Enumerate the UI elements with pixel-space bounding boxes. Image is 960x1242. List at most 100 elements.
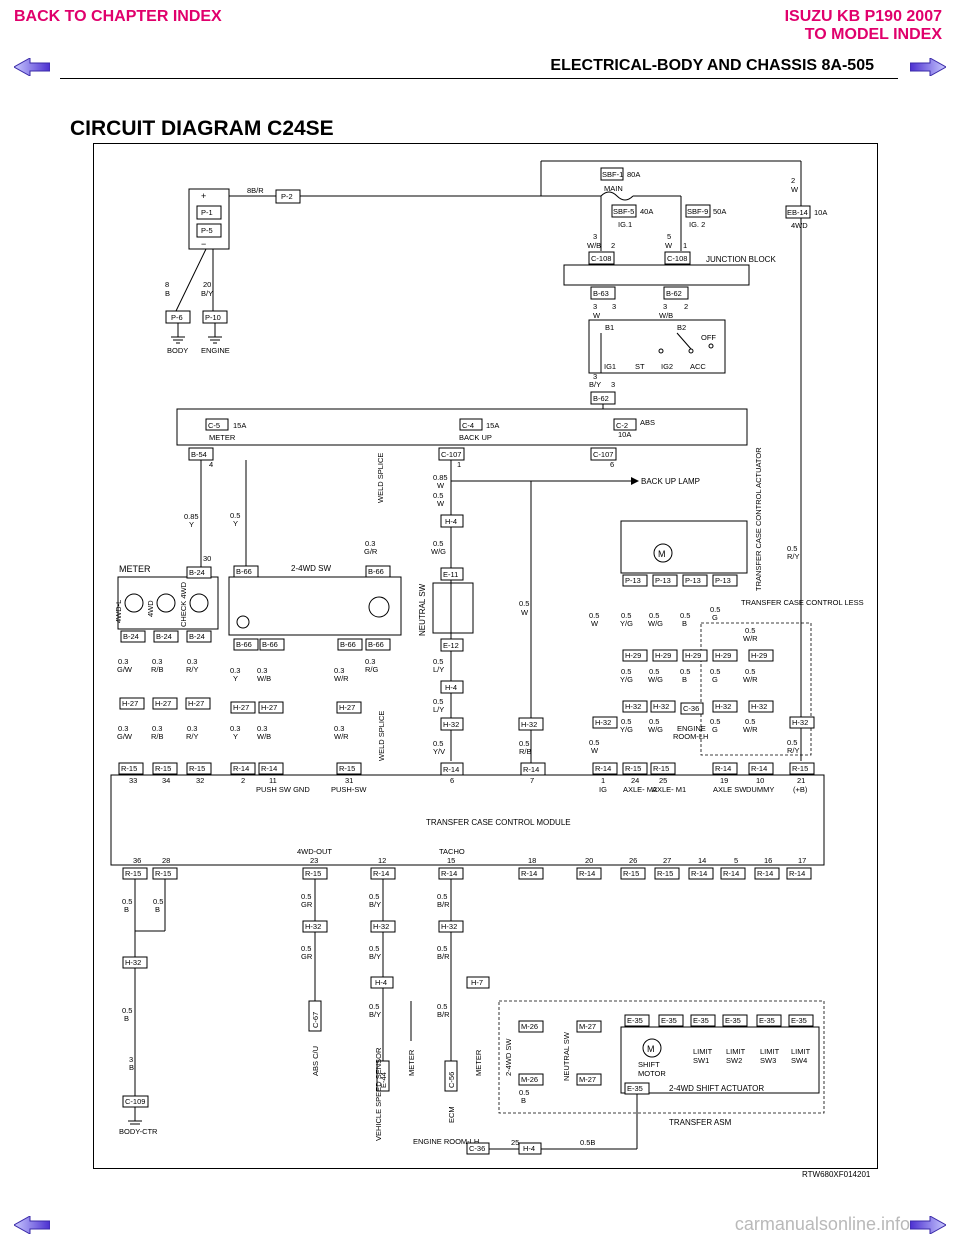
svg-text:E-35: E-35	[693, 1016, 709, 1025]
svg-text:M-26: M-26	[521, 1075, 538, 1084]
svg-text:B-66: B-66	[340, 640, 356, 649]
svg-text:LIMIT: LIMIT	[791, 1047, 811, 1056]
svg-text:0.5: 0.5	[519, 599, 529, 608]
svg-text:P-13: P-13	[625, 576, 641, 585]
svg-text:+: +	[201, 191, 206, 201]
svg-text:0.3: 0.3	[257, 724, 267, 733]
svg-text:P-10: P-10	[205, 313, 221, 322]
transfer-case-actuator	[620, 520, 748, 574]
svg-text:0.5: 0.5	[745, 626, 755, 635]
svg-text:4: 4	[209, 460, 213, 469]
svg-text:TRANSFER CASE CONTROL ACTUATOR: TRANSFER CASE CONTROL ACTUATOR	[754, 447, 763, 591]
svg-text:R-14: R-14	[751, 764, 767, 773]
svg-text:15: 15	[447, 856, 455, 865]
svg-text:H-32: H-32	[653, 702, 669, 711]
svg-text:4WD-L: 4WD-L	[114, 600, 123, 623]
svg-text:10A: 10A	[814, 208, 827, 217]
svg-text:C-36: C-36	[469, 1144, 485, 1153]
meter-indicators	[117, 576, 219, 630]
svg-text:NEUTRAL SW: NEUTRAL SW	[562, 1031, 571, 1081]
page-title: CIRCUIT DIAGRAM C24SE	[70, 117, 334, 140]
svg-text:34: 34	[162, 776, 170, 785]
svg-text:B1: B1	[605, 323, 614, 332]
svg-text:B-54: B-54	[191, 450, 207, 459]
svg-text:0.3: 0.3	[365, 657, 375, 666]
svg-text:H-32: H-32	[373, 922, 389, 931]
svg-text:0.5: 0.5	[621, 611, 631, 620]
svg-text:METER: METER	[209, 433, 236, 442]
svg-text:NEUTRAL SW: NEUTRAL SW	[418, 583, 427, 636]
svg-text:E-35: E-35	[759, 1016, 775, 1025]
svg-text:EB-14: EB-14	[787, 208, 808, 217]
svg-text:R-15: R-15	[125, 869, 141, 878]
svg-text:P-2: P-2	[281, 192, 293, 201]
svg-text:MOTOR: MOTOR	[638, 1069, 666, 1078]
svg-text:20: 20	[203, 280, 211, 289]
svg-text:R/B: R/B	[151, 732, 164, 741]
svg-text:ENGINE ROOM-LH: ENGINE ROOM-LH	[413, 1137, 479, 1146]
svg-text:40A: 40A	[640, 207, 653, 216]
svg-text:0.5: 0.5	[122, 1006, 132, 1015]
svg-text:8: 8	[165, 280, 169, 289]
svg-text:E-12: E-12	[443, 641, 459, 650]
svg-text:0.3: 0.3	[334, 666, 344, 675]
svg-text:ROOM-LH: ROOM-LH	[673, 732, 708, 741]
shift-motor-icon	[642, 1038, 662, 1058]
svg-text:B: B	[165, 289, 170, 298]
svg-text:DUMMY: DUMMY	[746, 785, 774, 794]
svg-text:B-63: B-63	[593, 289, 609, 298]
svg-text:E-35: E-35	[725, 1016, 741, 1025]
svg-text:0.5: 0.5	[710, 717, 720, 726]
svg-text:11: 11	[269, 776, 277, 785]
svg-text:W: W	[437, 481, 445, 490]
svg-text:H-29: H-29	[685, 651, 701, 660]
svg-text:0.5B: 0.5B	[580, 1138, 595, 1147]
svg-text:B/Y: B/Y	[369, 1010, 381, 1019]
svg-text:LIMIT: LIMIT	[726, 1047, 746, 1056]
svg-text:R-14: R-14	[595, 764, 611, 773]
actuator-motor-icon	[653, 543, 673, 563]
svg-text:30: 30	[203, 554, 211, 563]
svg-text:8B/R: 8B/R	[247, 186, 264, 195]
svg-text:0.3: 0.3	[230, 666, 240, 675]
svg-text:SW1: SW1	[693, 1056, 709, 1065]
svg-text:P-13: P-13	[715, 576, 731, 585]
prev-page-arrow-icon[interactable]	[14, 58, 50, 76]
module-top-connectors: R-15 R-15 R-15 R-14 R-14 R-15 R-14 R-15 …	[118, 762, 815, 775]
svg-text:R-15: R-15	[189, 764, 205, 773]
svg-text:0.5: 0.5	[589, 611, 599, 620]
svg-text:P-6: P-6	[171, 313, 183, 322]
svg-text:R-14: R-14	[373, 869, 389, 878]
svg-text:0.5: 0.5	[745, 667, 755, 676]
back-to-chapter-index-link[interactable]: BACK TO CHAPTER INDEX	[14, 8, 222, 25]
svg-text:METER: METER	[474, 1049, 483, 1076]
next-page-arrow-icon[interactable]	[910, 58, 946, 76]
svg-text:R/Y: R/Y	[186, 665, 199, 674]
svg-text:ENGINE: ENGINE	[201, 346, 230, 355]
svg-text:TRANSFER ASM: TRANSFER ASM	[669, 1118, 732, 1127]
svg-text:TRANSFER CASE CONTROL MODULE: TRANSFER CASE CONTROL MODULE	[426, 818, 571, 827]
svg-text:3: 3	[663, 302, 667, 311]
svg-text:IG2: IG2	[661, 362, 673, 371]
svg-text:31: 31	[345, 776, 353, 785]
svg-text:JUNCTION BLOCK: JUNCTION BLOCK	[706, 255, 776, 264]
diagram-ref-code: RTW680XF014201	[802, 1170, 871, 1179]
prev-page-arrow-bottom-icon[interactable]	[14, 1216, 50, 1234]
svg-text:3: 3	[593, 232, 597, 241]
svg-text:ACC: ACC	[690, 362, 706, 371]
svg-text:G: G	[712, 725, 718, 734]
svg-text:L/Y: L/Y	[433, 705, 444, 714]
svg-text:W: W	[791, 185, 799, 194]
svg-text:H-32: H-32	[595, 718, 611, 727]
next-page-arrow-bottom-icon[interactable]	[910, 1216, 946, 1234]
svg-text:R/Y: R/Y	[787, 746, 800, 755]
svg-text:Y/G: Y/G	[620, 619, 633, 628]
svg-text:12: 12	[378, 856, 386, 865]
svg-text:0.5: 0.5	[649, 611, 659, 620]
svg-text:PUSH SW GND: PUSH SW GND	[256, 785, 310, 794]
svg-text:0.3: 0.3	[152, 724, 162, 733]
svg-text:SBF-5: SBF-5	[613, 207, 634, 216]
svg-text:MAIN: MAIN	[604, 184, 623, 193]
svg-text:H-29: H-29	[655, 651, 671, 660]
model-index-link[interactable]: ISUZU KB P190 2007 TO MODEL INDEX	[785, 8, 942, 44]
